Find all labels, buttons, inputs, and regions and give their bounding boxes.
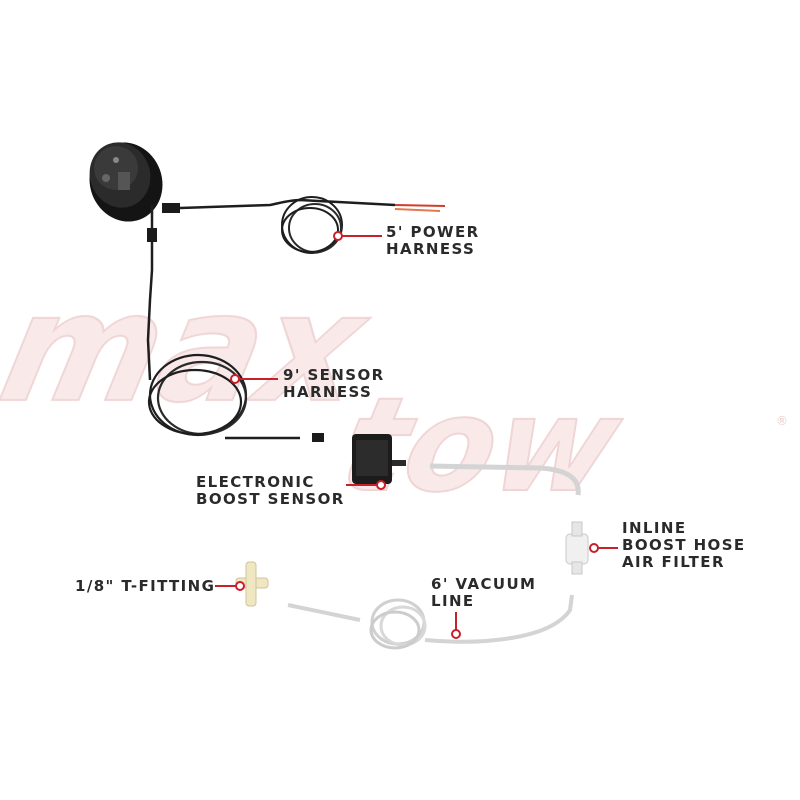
power-harness-label-line-1: 5' POWER (386, 223, 480, 241)
power-harness-label-line-2: HARNESS (386, 240, 476, 258)
t-fitting-label-line-1: 1/8" T-FITTING (75, 577, 216, 595)
watermark-line-2: tow (329, 370, 633, 521)
callout-leaders (215, 231, 618, 639)
t-fitting-label: 1/8" T-FITTING (75, 578, 215, 595)
vacuum-line-coil (287, 594, 574, 650)
air-filter-label-line-1: INLINE (622, 519, 687, 537)
boost-sensor-label-line-1: ELECTRONIC (196, 473, 315, 491)
boost-sensor-label-line-2: BOOST SENSOR (196, 490, 345, 508)
vacuum-line-label-line-1: 6' VACUUM (431, 575, 537, 593)
vacuum-line-label-line-2: LINE (431, 592, 475, 610)
air-filter-label-line-3: AIR FILTER (622, 553, 725, 571)
sensor-harness-cable (146, 205, 324, 442)
registered-mark: ® (776, 414, 788, 428)
vacuum-hose-short (429, 463, 581, 496)
gauge (89, 142, 163, 222)
watermark-line-1: max (0, 261, 383, 436)
sensor-harness-label: 9' SENSOR HARNESS (283, 367, 385, 401)
power-harness-label: 5' POWER HARNESS (386, 224, 480, 258)
air-filter-label: INLINE BOOST HOSE AIR FILTER (622, 520, 746, 571)
vacuum-line-label: 6' VACUUM LINE (431, 576, 536, 610)
boost-sensor (352, 434, 406, 484)
air-filter-label-line-2: BOOST HOSE (622, 536, 746, 554)
boost-sensor-label: ELECTRONIC BOOST SENSOR (196, 474, 345, 508)
sensor-harness-label-line-2: HARNESS (283, 383, 373, 401)
inline-air-filter (565, 521, 589, 575)
sensor-harness-label-line-1: 9' SENSOR (283, 366, 385, 384)
power-harness-cable (162, 196, 446, 254)
watermark-logo: max tow ® (0, 260, 788, 523)
